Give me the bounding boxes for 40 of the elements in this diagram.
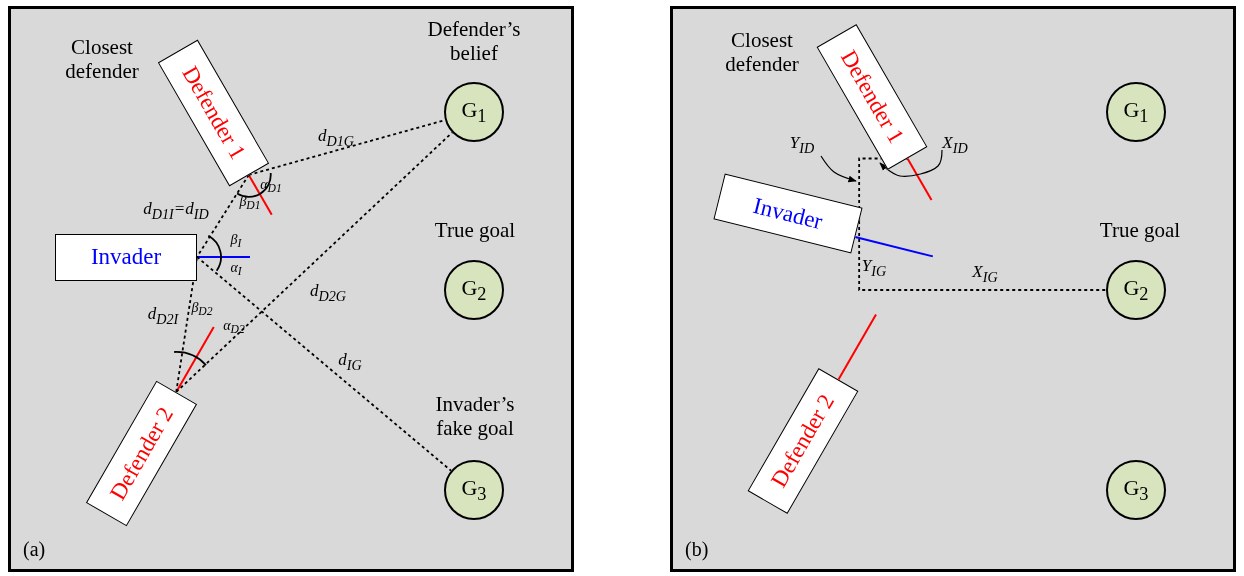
node-caption: True goal	[433, 218, 517, 243]
panel-frame	[670, 6, 1236, 572]
goal-circle	[1106, 460, 1166, 520]
goal-circle	[444, 460, 504, 520]
edge-label: d$_{IG}$	[337, 350, 363, 374]
node-caption: True goal	[1098, 218, 1182, 243]
angle-label: α$_{I}$	[230, 259, 242, 279]
goal-circle	[444, 260, 504, 320]
edge-label: d$_{D1G}$	[317, 126, 355, 150]
distance-line	[858, 220, 1107, 291]
node-caption: Invader’s fake goal	[434, 392, 516, 441]
node-caption: Closest defender	[724, 28, 800, 77]
symbol-label: X$_{ID}$	[942, 133, 968, 157]
angle-label: α$_{D2}$	[223, 317, 245, 337]
goal-label: G$_{3}$	[1123, 474, 1149, 506]
panel-label: (b)	[685, 538, 709, 561]
player-box	[55, 233, 197, 281]
node-caption: Closest defender	[64, 35, 140, 84]
symbol-label: Y$_{IG}$	[861, 256, 887, 280]
player-label: Invader	[750, 191, 826, 235]
panel-label: (a)	[23, 538, 46, 561]
angle-label: β$_{D2}$	[191, 299, 213, 319]
goal-label: G$_{3}$	[461, 474, 487, 506]
distance-line	[196, 256, 452, 472]
edge-label: d$_{D2G}$	[309, 281, 347, 305]
goal-circle	[444, 82, 504, 142]
symbol-label: Y$_{ID}$	[789, 133, 815, 157]
panel-frame	[8, 6, 574, 572]
goal-label: G$_{1}$	[1123, 96, 1149, 128]
goal-label: G$_{2}$	[461, 274, 487, 306]
goal-label: G$_{1}$	[461, 96, 487, 128]
goal-label: G$_{2}$	[1123, 274, 1149, 306]
goal-circle	[1106, 82, 1166, 142]
edge-label: d$_{D2I}$	[146, 304, 180, 328]
player-label: Invader	[90, 244, 162, 270]
angle-label: β$_{I}$	[230, 231, 242, 251]
symbol-label: X$_{IG}$	[972, 262, 998, 286]
node-caption: Defender’s belief	[426, 17, 522, 66]
edge-label: d$_{D1I}$=d$_{ID}$	[142, 199, 210, 223]
goal-circle	[1106, 260, 1166, 320]
